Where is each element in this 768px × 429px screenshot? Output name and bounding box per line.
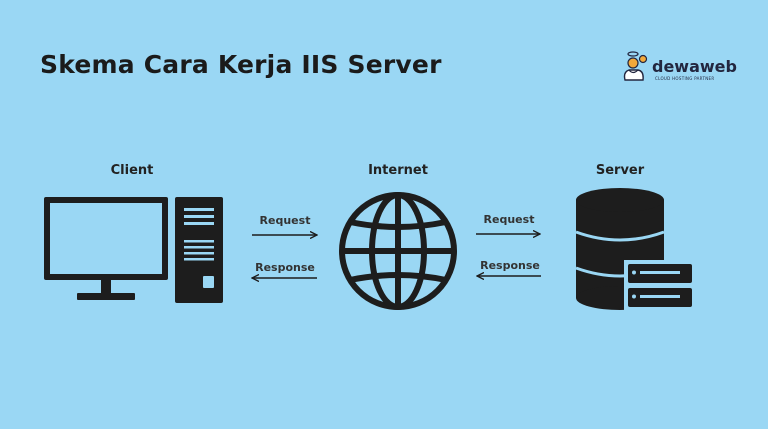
server-label: Server (595, 163, 645, 178)
logo-tagline: CLOUD HOSTING PARTNER (655, 76, 715, 81)
page-title: Skema Cara Kerja IIS Server (40, 50, 442, 79)
database-server-icon (575, 188, 696, 310)
client-internet-response-label: Response (255, 261, 315, 274)
dewaweb-logo: dewaweb CLOUD HOSTING PARTNER (622, 50, 737, 90)
internet-server-response-label: Response (480, 259, 540, 272)
computer-tower-icon (175, 197, 223, 303)
globe-icon (339, 192, 457, 310)
internet-server-request-label: Request (483, 213, 535, 226)
desktop-computer-icon (44, 197, 168, 300)
logo-name: dewaweb (652, 57, 737, 76)
dewaweb-mascot-icon (623, 51, 648, 81)
client-internet-request-label: Request (259, 214, 311, 227)
internet-label: Internet (368, 163, 428, 178)
client-label: Client (110, 163, 154, 178)
